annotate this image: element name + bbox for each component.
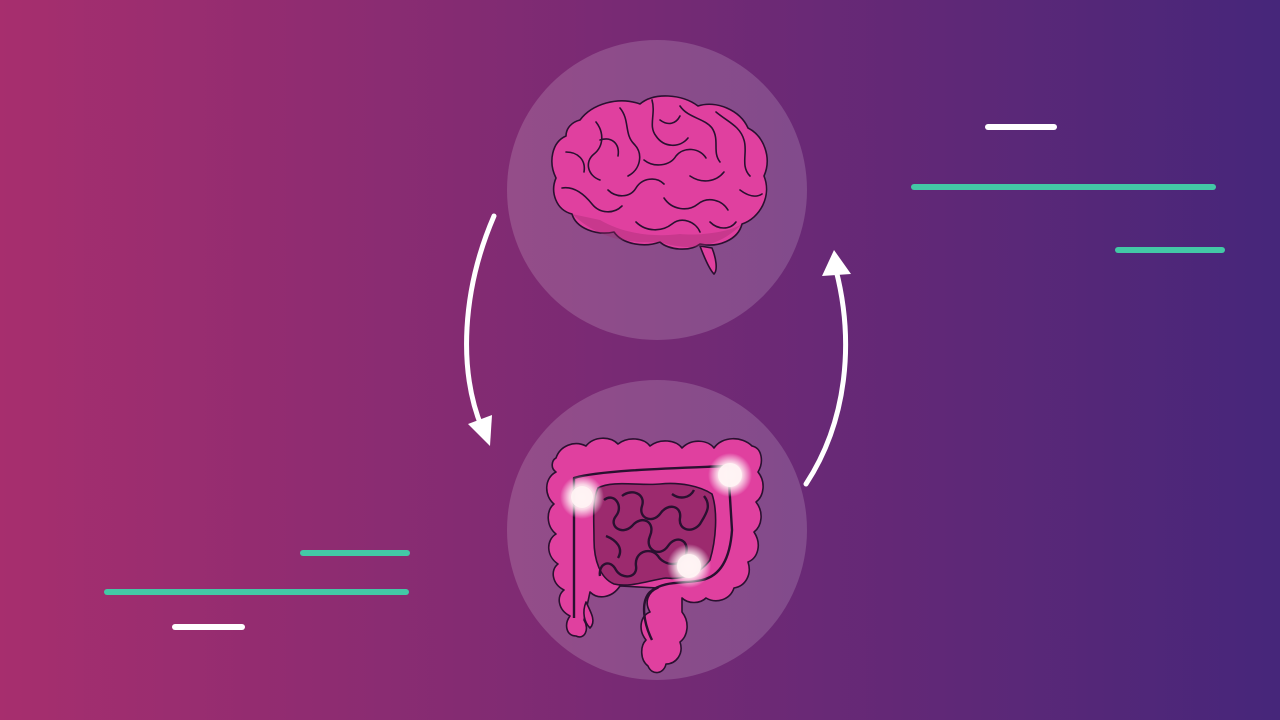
arrow-up-icon <box>803 250 851 487</box>
arrow-down-icon <box>464 213 497 446</box>
brain-icon <box>551 95 768 275</box>
glow-spots <box>560 453 752 588</box>
